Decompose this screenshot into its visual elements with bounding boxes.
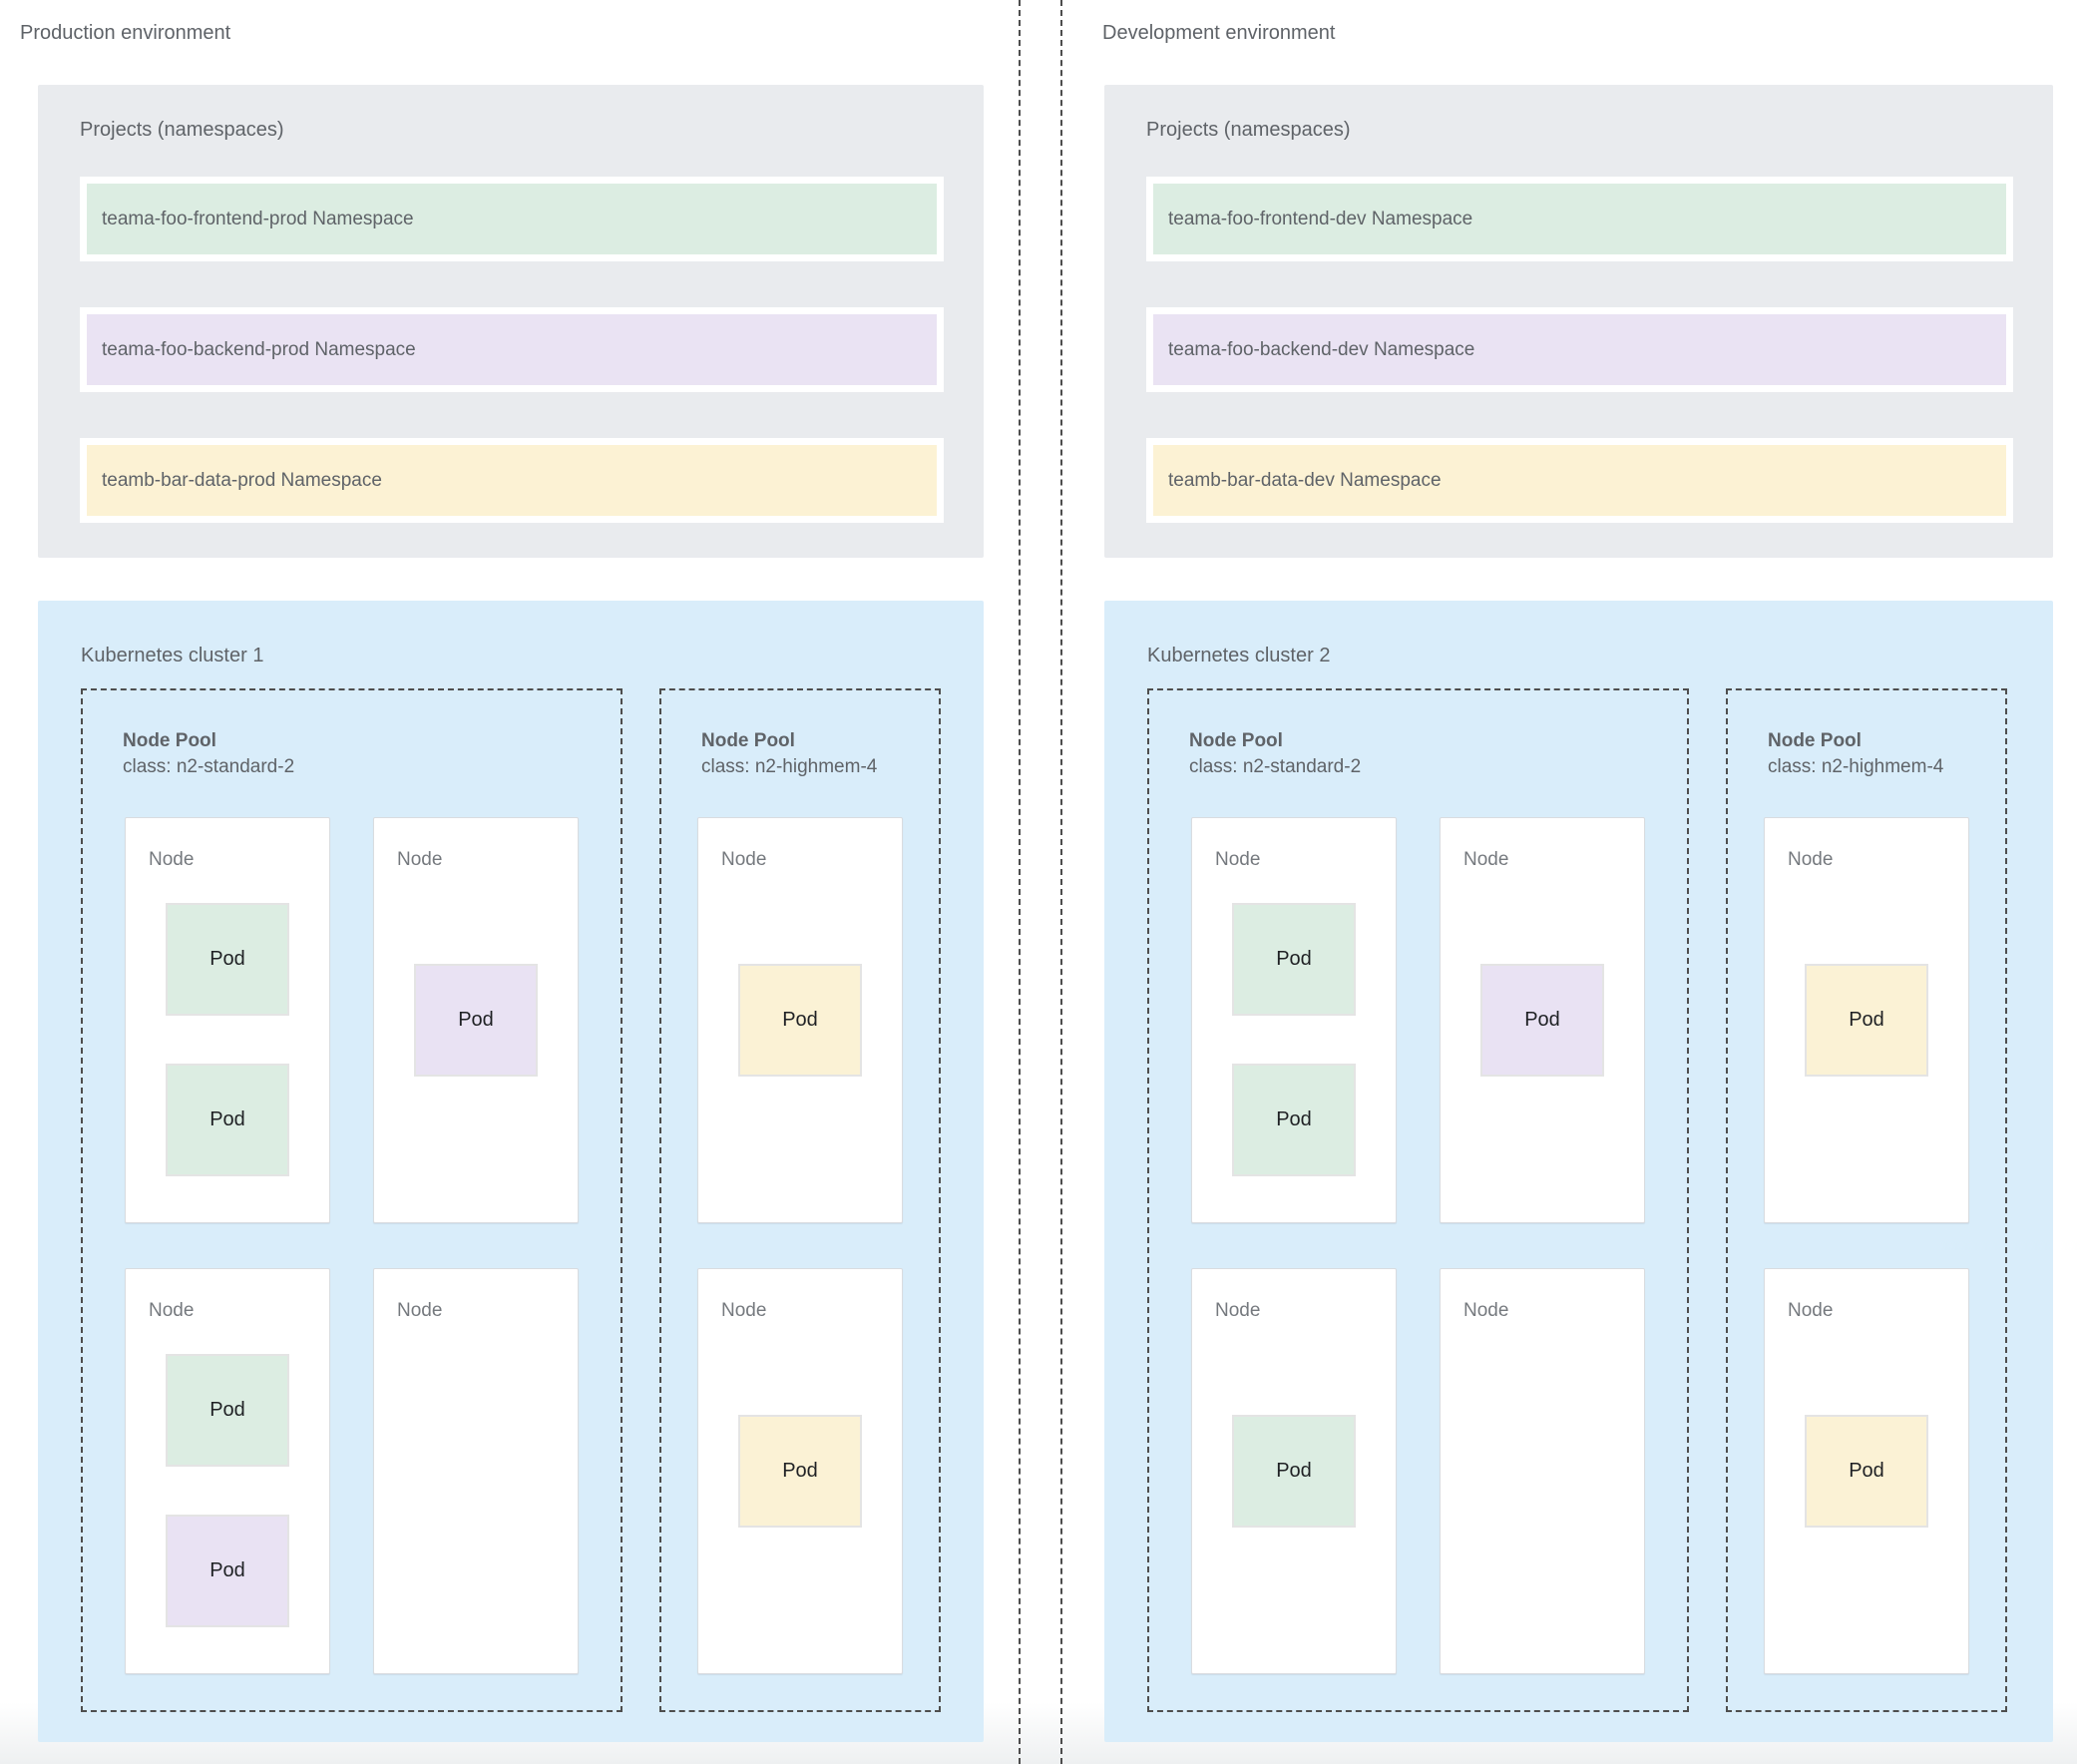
pod: Pod [1805,1415,1928,1528]
pod: Pod [1805,964,1928,1077]
pod: Pod [166,903,289,1016]
node-pools-row: Node Pool class: n2-standard-2 Node Pod … [81,688,944,1712]
pod: Pod [738,1415,862,1528]
development-environment-panel: Development environment Projects (namesp… [1062,0,2077,1764]
node-label: Node [1788,849,1834,870]
node-empty: Node [1440,1268,1645,1674]
pod: Pod [1480,964,1604,1077]
namespace-label: teamb-bar-data-dev Namespace [1168,469,1442,491]
namespace-label: teama-foo-frontend-prod Namespace [102,208,414,229]
pod: Pod [166,1515,289,1627]
kubernetes-cluster-box: Kubernetes cluster 2 Node Pool class: n2… [1104,601,2053,1742]
environment-divider [1019,0,1062,1764]
pod: Pod [166,1064,289,1176]
nodes-grid: Node Pod Node Pod [661,817,939,1674]
node: Node Pod [1191,1268,1397,1674]
node-label: Node [1463,849,1509,870]
node-label: Node [397,1300,443,1321]
node: Node Pod [1764,1268,1969,1674]
node-label: Node [1463,1300,1509,1321]
pod: Pod [1232,903,1356,1016]
node-label: Node [1215,849,1261,870]
node-pool-title: Node Pool [1768,730,1862,751]
cluster-title: Kubernetes cluster 1 [81,645,264,666]
node-label: Node [721,1300,767,1321]
node: Node Pod Pod [125,817,330,1223]
projects-title: Projects (namespaces) [80,119,284,141]
projects-namespaces-box: Projects (namespaces) teama-foo-frontend… [38,85,984,558]
node-pool-header: Node Pool class: n2-standard-2 [123,728,621,780]
namespace-bar: teama-foo-frontend-prod Namespace [80,177,944,261]
node-label: Node [721,849,767,870]
node: Node Pod [697,817,903,1223]
namespace-bar: teamb-bar-data-dev Namespace [1146,438,2013,523]
node-pool-class: class: n2-highmem-4 [1768,756,1944,777]
namespace-bar: teamb-bar-data-prod Namespace [80,438,944,523]
node-pool-header: Node Pool class: n2-highmem-4 [701,728,939,780]
projects-title: Projects (namespaces) [1146,119,1351,141]
node-pool-class: class: n2-standard-2 [1189,756,1362,777]
pod: Pod [414,964,538,1077]
namespace-label: teama-foo-frontend-dev Namespace [1168,208,1473,229]
namespace-label: teama-foo-backend-prod Namespace [102,338,416,360]
nodes-grid: Node Pod Pod Node Pod Node Pod [1149,817,1687,1674]
node-pool-title: Node Pool [123,730,216,751]
node-label: Node [1788,1300,1834,1321]
node-label: Node [149,849,195,870]
namespace-bar: teama-foo-frontend-dev Namespace [1146,177,2013,261]
pod: Pod [738,964,862,1077]
node-pool-title: Node Pool [701,730,795,751]
node-pool-class: class: n2-highmem-4 [701,756,878,777]
node-pool-header: Node Pool class: n2-standard-2 [1189,728,1687,780]
environment-title: Development environment [1102,22,1336,44]
node: Node Pod [373,817,579,1223]
namespace-label: teama-foo-backend-dev Namespace [1168,338,1475,360]
projects-namespaces-box: Projects (namespaces) teama-foo-frontend… [1104,85,2053,558]
node-pool-highmem: Node Pool class: n2-highmem-4 Node Pod N… [659,688,941,1712]
pod: Pod [1232,1415,1356,1528]
node-label: Node [1215,1300,1261,1321]
production-environment-panel: Production environment Projects (namespa… [0,0,1019,1764]
node-pool-standard: Node Pool class: n2-standard-2 Node Pod … [81,688,623,1712]
node-empty: Node [373,1268,579,1674]
namespace-bar: teama-foo-backend-prod Namespace [80,307,944,392]
node: Node Pod [1764,817,1969,1223]
cluster-title: Kubernetes cluster 2 [1147,645,1331,666]
node-pool-header: Node Pool class: n2-highmem-4 [1768,728,2005,780]
node-label: Node [149,1300,195,1321]
kubernetes-cluster-box: Kubernetes cluster 1 Node Pool class: n2… [38,601,984,1742]
node: Node Pod [697,1268,903,1674]
node: Node Pod [1440,817,1645,1223]
namespace-label: teamb-bar-data-prod Namespace [102,469,382,491]
node: Node Pod Pod [1191,817,1397,1223]
namespace-bar: teama-foo-backend-dev Namespace [1146,307,2013,392]
pod: Pod [166,1354,289,1467]
pod: Pod [1232,1064,1356,1176]
node: Node Pod Pod [125,1268,330,1674]
environment-title: Production environment [20,22,231,44]
node-pool-title: Node Pool [1189,730,1283,751]
node-pool-standard: Node Pool class: n2-standard-2 Node Pod … [1147,688,1689,1712]
node-pools-row: Node Pool class: n2-standard-2 Node Pod … [1147,688,2013,1712]
node-pool-class: class: n2-standard-2 [123,756,295,777]
node-pool-highmem: Node Pool class: n2-highmem-4 Node Pod N… [1726,688,2007,1712]
nodes-grid: Node Pod Node Pod [1728,817,2005,1674]
nodes-grid: Node Pod Pod Node Pod Node Pod Pod [83,817,621,1674]
node-label: Node [397,849,443,870]
